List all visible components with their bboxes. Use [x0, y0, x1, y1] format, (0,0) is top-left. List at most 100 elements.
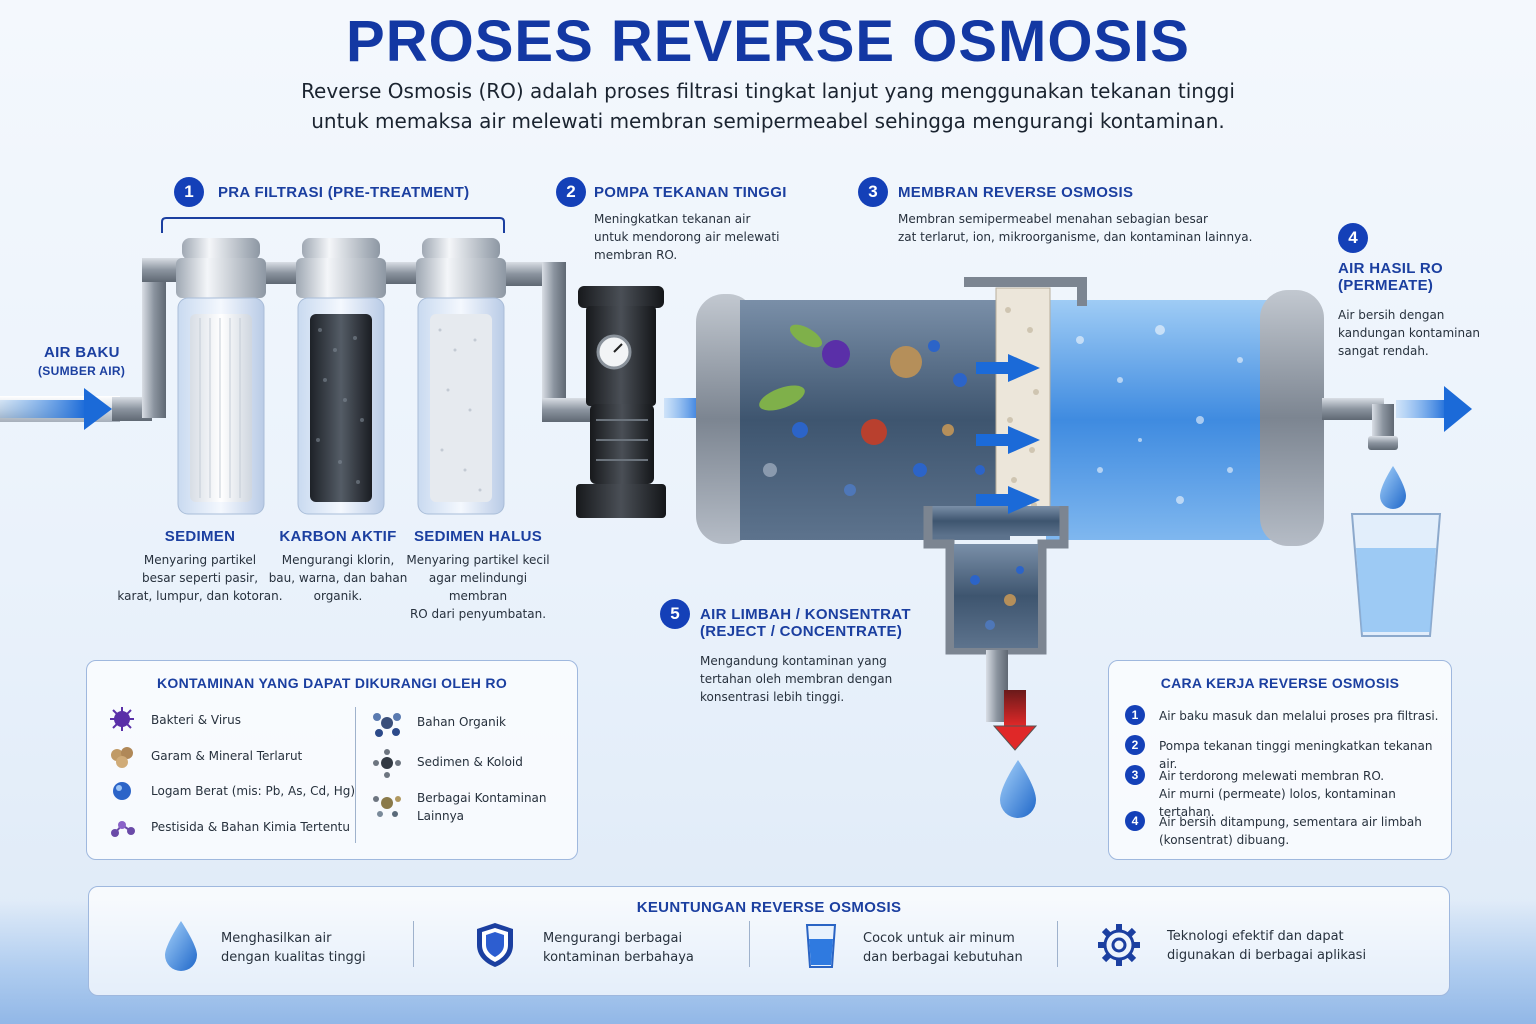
how-step-1-text: Air baku masuk dan melalui proses pra fi…: [1159, 709, 1439, 723]
step-2-desc-2: untuk mendorong air melewati: [594, 230, 780, 244]
shield-icon: [477, 923, 513, 967]
step-4-desc-3: sangat rendah.: [1338, 344, 1429, 358]
virus-icon: [110, 707, 134, 731]
step-4-desc-1: Air bersih dengan: [1338, 308, 1445, 322]
molecule-icon: [111, 821, 135, 837]
contaminant-bakteri: Bakteri & Virus: [151, 713, 241, 727]
step-3-title: MEMBRAN REVERSE OSMOSIS: [898, 184, 1134, 201]
step-3-badge: 3: [858, 177, 888, 207]
filter-halus-desc-1: Menyaring partikel kecil: [406, 553, 550, 567]
step-5-title-1: AIR LIMBAH / KONSENTRAT: [700, 606, 911, 623]
page-title: PROSES REVERSE OSMOSIS: [346, 9, 1190, 74]
benefit-1-line-2: dengan kualitas tinggi: [221, 950, 366, 965]
permeate-outlet-pipe: [1322, 398, 1398, 450]
filter-sedimen-name: SEDIMEN: [164, 528, 236, 545]
filter-halus-caption: SEDIMEN HALUS Menyaring partikel kecil a…: [398, 528, 558, 623]
filter-sedimen-desc-1: Menyaring partikel: [143, 553, 257, 567]
step-5-desc-1: Mengandung kontaminan yang: [700, 654, 887, 668]
benefit-4-text: Teknologi efektif dan dapat digunakan di…: [1167, 927, 1366, 965]
step-5-desc-2: tertahan oleh membran dengan: [700, 672, 893, 686]
filter-karbon-aktif: [296, 238, 386, 515]
benefit-3-line-1: Cocok untuk air minum: [863, 931, 1015, 946]
benefit-3-line-2: dan berbagai kebutuhan: [863, 950, 1023, 965]
how-it-works-panel: CARA KERJA REVERSE OSMOSIS 1 Air baku ma…: [1108, 660, 1452, 860]
source-title: AIR BAKU: [44, 344, 120, 361]
how-it-works-title: CARA KERJA REVERSE OSMOSIS: [1160, 675, 1400, 691]
step-2-desc: Meningkatkan tekanan air untuk mendorong…: [594, 210, 814, 264]
step-2-badge: 2: [556, 177, 586, 207]
contaminant-organik: Bahan Organik: [417, 715, 506, 729]
step-4-title-2: (PERMEATE): [1338, 277, 1434, 294]
step-5-title-2: (REJECT / CONCENTRATE): [700, 623, 903, 640]
how-step-3-line-2: Air murni (permeate) lolos, kontaminan t…: [1159, 787, 1396, 819]
how-step-2-badge: 2: [1125, 735, 1145, 755]
how-step-3-text: Air terdorong melewati membran RO. Air m…: [1159, 767, 1451, 821]
mixed-particles-icon: [373, 796, 401, 817]
benefit-4-line-1: Teknologi efektif dan dapat: [1167, 929, 1344, 944]
contaminant-lainnya-2: Lainnya: [417, 809, 465, 823]
filter-halus-desc-3: RO dari penyumbatan.: [409, 607, 547, 621]
how-step-4-text: Air bersih ditampung, sementara air limb…: [1159, 813, 1422, 849]
how-step-2-text: Pompa tekanan tinggi meningkatkan tekana…: [1159, 739, 1433, 771]
benefit-2-line-2: kontaminan berbahaya: [543, 950, 694, 965]
source-subtitle: (SUMBER AIR): [38, 364, 126, 378]
how-step-3-badge: 3: [1125, 765, 1145, 785]
step-2-desc-3: membran RO.: [594, 248, 678, 262]
benefit-1-line-1: Menghasilkan air: [221, 931, 332, 946]
filter-karbon-desc-1: Mengurangi klorin,: [281, 553, 395, 567]
how-step-4-line-2: (konsentrat) dibuang.: [1159, 833, 1290, 847]
permeate-flow-arrow: [1396, 386, 1472, 432]
how-step-1-badge: 1: [1125, 705, 1145, 725]
benefit-2-text: Mengurangi berbagai kontaminan berbahaya: [543, 929, 694, 967]
benefit-4-line-2: digunakan di berbagai aplikasi: [1167, 948, 1367, 963]
intro-line-2: untuk memaksa air melewati membran semip…: [311, 109, 1225, 133]
prefilter-bracket: [161, 217, 505, 233]
contaminant-garam: Garam & Mineral Terlarut: [151, 749, 303, 763]
filter-sedimen-desc-2: besar seperti pasir,: [141, 571, 259, 585]
metal-sphere-icon: [113, 782, 131, 800]
permeate-drop-icon: [1380, 466, 1406, 509]
water-glass-icon: [1350, 513, 1442, 637]
step-3-desc: Membran semipermeabel menahan sebagian b…: [898, 210, 1278, 246]
salt-cluster-icon: [111, 747, 133, 768]
reject-drop-icon: [1000, 760, 1036, 818]
contaminants-panel: KONTAMINAN YANG DAPAT DIKURANGI OLEH RO …: [86, 660, 578, 860]
water-glass-icon: [805, 924, 837, 968]
filter-karbon-caption: KARBON AKTIF Mengurangi klorin, bau, war…: [258, 528, 418, 605]
filter-sedimen-halus: [416, 238, 506, 515]
how-step-4-badge: 4: [1125, 811, 1145, 831]
ro-membrane: [995, 287, 1051, 525]
intro-text: Reverse Osmosis (RO) adalah proses filtr…: [268, 76, 1268, 136]
step-4-block: AIR HASIL RO (PERMEATE) Air bersih denga…: [1338, 260, 1518, 360]
filter-karbon-desc-2: bau, warna, dan bahan: [268, 571, 408, 585]
filter-halus-name: SEDIMEN HALUS: [413, 528, 543, 545]
step-4-badge: 4: [1338, 223, 1368, 253]
filter-sedimen-caption: SEDIMEN Menyaring partikel besar seperti…: [110, 528, 290, 605]
reject-flow-arrow: [992, 690, 1038, 751]
how-step-4-line-1: Air bersih ditampung, sementara air limb…: [1159, 815, 1422, 829]
step-2-desc-1: Meningkatkan tekanan air: [594, 212, 751, 226]
benefit-divider-2: [749, 921, 750, 967]
filter-halus-desc-2: agar melindungi membran: [428, 571, 528, 603]
benefit-1-text: Menghasilkan air dengan kualitas tinggi: [221, 929, 366, 967]
contaminant-pestisida: Pestisida & Bahan Kimia Tertentu: [151, 820, 350, 834]
benefit-2-line-1: Mengurangi berbagai: [543, 931, 683, 946]
step-5-block: AIR LIMBAH / KONSENTRAT (REJECT / CONCEN…: [700, 606, 940, 706]
how-step-3-line-1: Air terdorong melewati membran RO.: [1159, 769, 1385, 783]
source-flow-arrow: [0, 388, 112, 430]
organic-molecule-icon: [373, 713, 401, 737]
benefit-divider-3: [1057, 921, 1058, 967]
contaminant-lainnya-1: Berbagai Kontaminan: [417, 791, 547, 805]
filter-sedimen: [176, 238, 266, 515]
water-drop-icon: [165, 921, 197, 971]
colloid-icon: [373, 749, 401, 778]
step-1-title: PRA FILTRASI (PRE-TREATMENT): [218, 184, 470, 201]
high-pressure-pump: [576, 286, 666, 518]
filter-karbon-name: KARBON AKTIF: [279, 528, 397, 545]
contaminant-particles: [759, 324, 1024, 630]
intro-line-1: Reverse Osmosis (RO) adalah proses filtr…: [301, 79, 1235, 103]
contaminant-logam: Logam Berat (mis: Pb, As, Cd, Hg): [151, 784, 356, 798]
benefit-divider-1: [413, 921, 414, 967]
benefit-3-text: Cocok untuk air minum dan berbagai kebut…: [863, 929, 1023, 967]
benefits-title: KEUNTUNGAN REVERSE OSMOSIS: [636, 899, 902, 916]
